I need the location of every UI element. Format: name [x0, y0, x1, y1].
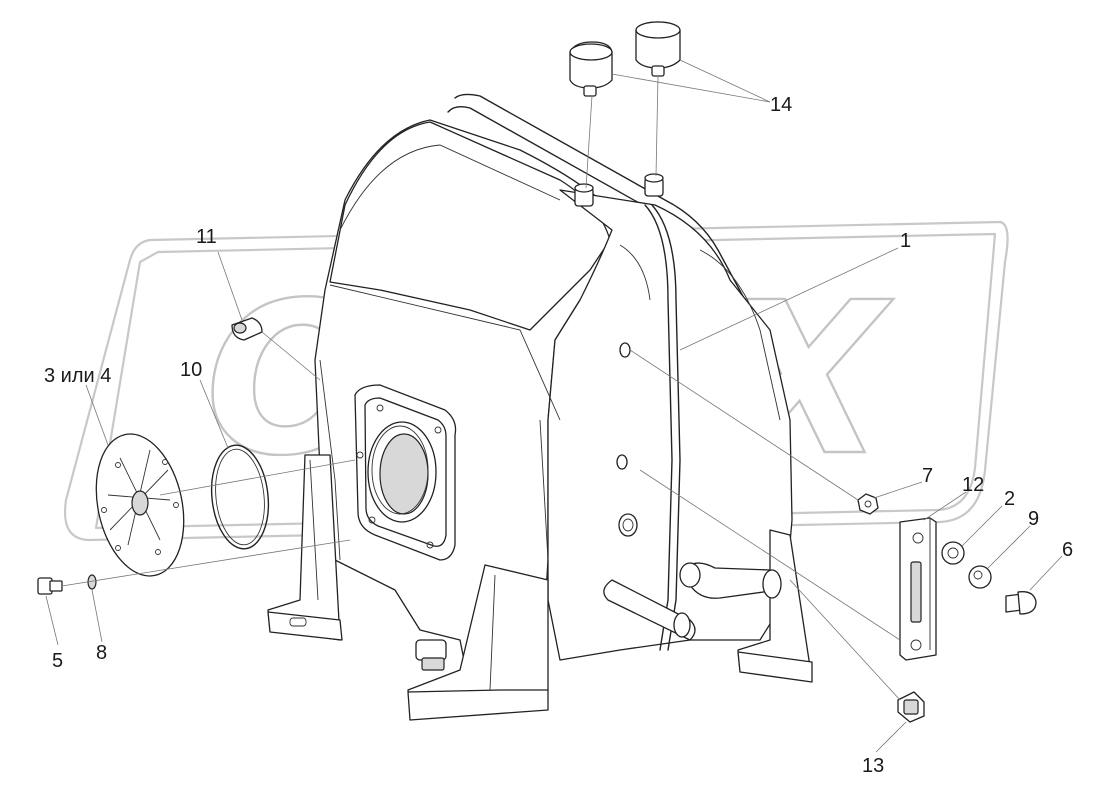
callout-7: 7 [922, 465, 933, 487]
callout-13: 13 [862, 755, 884, 777]
nut-part-7 [857, 493, 879, 515]
callout-2: 2 [1004, 488, 1015, 510]
callout-14: 14 [770, 94, 792, 116]
leader-lines [45, 59, 1063, 753]
gasket-ring-part-10 [210, 444, 270, 550]
cap-part-14a [569, 41, 613, 97]
level-gauge-part-12 [899, 517, 937, 661]
callout-8: 8 [96, 642, 107, 664]
callout-3-or-4: 3 или 4 [44, 365, 111, 387]
callout-6: 6 [1062, 539, 1073, 561]
callout-5: 5 [52, 650, 63, 672]
cap-part-14b [635, 21, 681, 77]
split-washer-part-9 [968, 565, 992, 589]
callout-1: 1 [900, 230, 911, 252]
washer-part-2 [941, 541, 965, 565]
callout-11: 11 [196, 226, 217, 248]
callout-12: 12 [962, 474, 984, 496]
bolt-part-5 [37, 577, 63, 595]
callout-10: 10 [180, 359, 202, 381]
bolt-part-6 [1005, 591, 1037, 615]
tank-body [267, 93, 813, 721]
plug-part-13 [897, 691, 925, 723]
cover-disc-part-3-4 [95, 433, 185, 577]
callouts: 14 1 11 10 3 или 4 7 12 2 9 6 5 8 13 [44, 94, 1073, 777]
callout-9: 9 [1028, 508, 1039, 530]
